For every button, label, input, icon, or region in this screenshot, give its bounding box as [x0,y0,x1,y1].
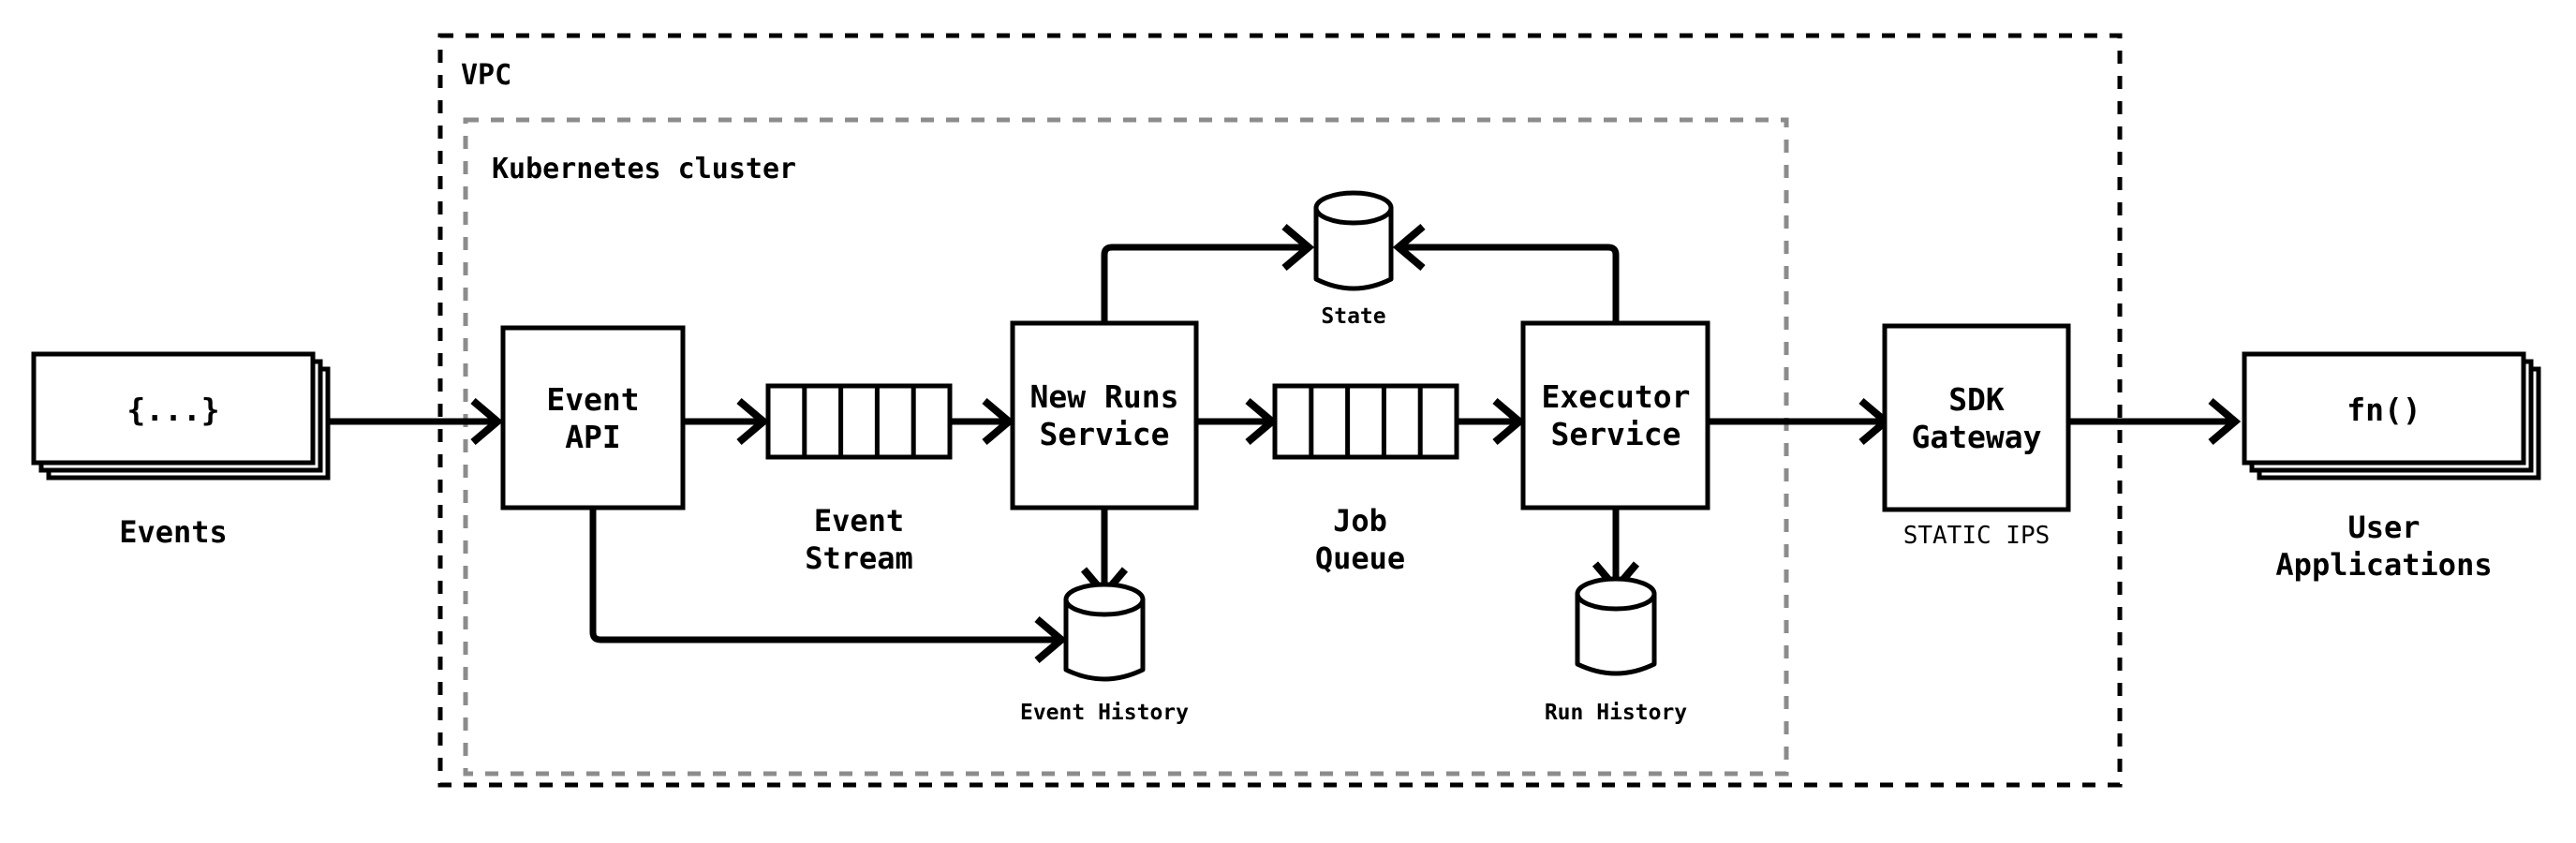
node-job-queue: Job Queue [1272,383,1459,576]
sdk-gateway-box [1882,323,2071,512]
edge-sdk-gateway-to-user-applications [2068,397,2242,446]
event-stream-caption-line1: Event [814,503,904,539]
event-stream-caption-line2: Stream [805,540,913,576]
new-runs-service-label-line2: Service [1039,416,1169,452]
node-run-history: Run History [1545,576,1687,725]
new-runs-service-box [1010,320,1199,510]
user-applications-card-label: fn() [2347,392,2421,428]
event-history-cylinder-top [1063,582,1146,617]
run-history-cylinder-top [1575,576,1657,612]
edge-job-queue-to-executor-service [1457,397,1526,446]
event-api-box [500,325,686,510]
node-event-api: Event API [500,325,686,510]
edge-event-api-to-event-stream [683,397,770,446]
edge-executor-service-to-sdk-gateway [1708,397,1892,446]
user-applications-caption-line1: User [2347,510,2420,545]
job-queue-queue [1272,383,1459,460]
event-history-caption: Event History [1020,701,1189,725]
event-history-cylinder-body [1063,597,1146,682]
edge-events-to-event-api [328,397,504,446]
user-applications-caption-line2: Applications [2275,547,2492,583]
state-caption: State [1321,304,1385,329]
node-new-runs-service: New Runs Service [1010,320,1199,510]
node-event-stream: Event Stream [765,383,953,576]
node-sdk-gateway: SDK Gateway STATIC IPS [1882,323,2071,550]
events-card-front [31,351,316,466]
node-user-applications: fn() User Applications [2242,351,2541,583]
edge-event-api-to-event-history [589,508,1068,664]
events-caption: Events [119,514,228,550]
executor-service-label-line1: Executor [1542,378,1691,415]
event-stream-queue [765,383,953,460]
node-executor-service: Executor Service [1520,320,1710,510]
sdk-gateway-label-line1: SDK [1948,381,2005,418]
node-event-history: Event History [1020,582,1189,725]
node-events: {...} Events [31,351,331,550]
job-queue-caption-line2: Queue [1315,540,1405,576]
vpc-boundary [437,33,2123,788]
event-api-label-line1: Event [546,381,639,418]
kubernetes-cluster-boundary [463,117,1789,776]
event-api-label-line2: API [565,419,621,455]
sdk-gateway-label-line2: Gateway [1911,419,2041,455]
edge-new-runs-service-to-job-queue [1196,397,1279,446]
run-history-cylinder-body [1575,591,1657,676]
vpc-label: VPC [461,59,511,92]
edge-executor-service-to-run-history [1591,508,1640,595]
sdk-gateway-static-ips-caption: STATIC IPS [1903,522,2050,550]
executor-service-label-line2: Service [1550,416,1680,452]
edge-new-runs-service-to-state [1101,223,1315,323]
user-applications-card-front [2242,351,2526,466]
run-history-caption: Run History [1545,701,1687,725]
edge-executor-service-to-state [1392,223,1620,323]
kubernetes-cluster-label: Kubernetes cluster [492,153,796,185]
state-cylinder-body [1313,205,1394,291]
edge-new-runs-service-to-event-history [1080,508,1129,600]
events-card-label: {...} [126,392,219,428]
new-runs-service-label-line1: New Runs [1030,378,1179,415]
state-cylinder-top [1313,190,1394,226]
node-state: State [1313,190,1394,329]
job-queue-caption-line1: Job [1333,503,1387,539]
edge-event-stream-to-new-runs-service [950,397,1015,446]
